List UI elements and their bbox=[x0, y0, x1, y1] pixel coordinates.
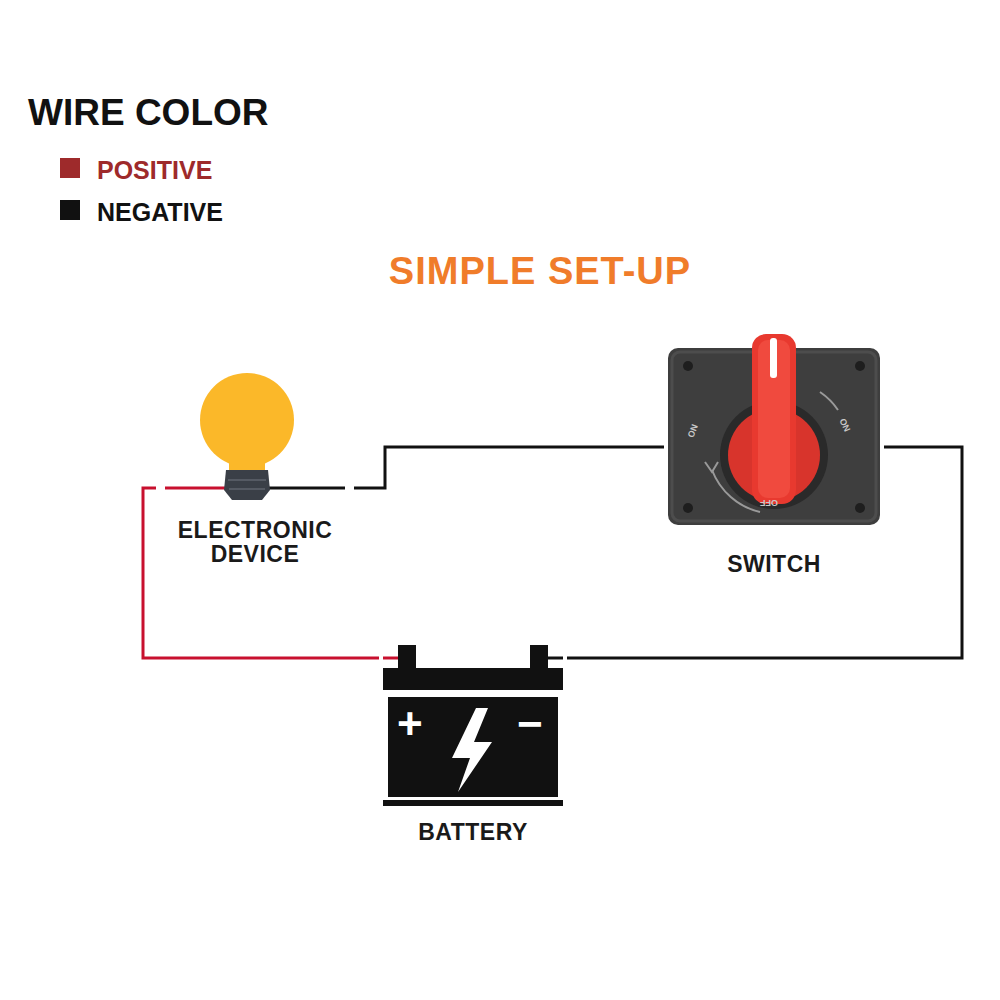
legend-text: NEGATIVE bbox=[97, 198, 223, 227]
switch-marking: ON bbox=[686, 423, 700, 439]
node-label: SWITCH bbox=[664, 552, 884, 576]
switch-symbol bbox=[668, 334, 880, 525]
wire-stub bbox=[165, 487, 230, 490]
legend-swatch bbox=[60, 158, 80, 178]
diagram-title: SIMPLE SET-UP bbox=[0, 250, 1000, 293]
component-node: BATTERY + − bbox=[379, 645, 567, 850]
battery-symbol bbox=[383, 645, 563, 806]
terminal-sign: + bbox=[397, 702, 423, 746]
component-node: SWITCH ON ON OFF bbox=[664, 340, 884, 585]
switch-marking: OFF bbox=[760, 498, 778, 508]
switch-marking: ON bbox=[837, 417, 852, 433]
bulb-symbol bbox=[200, 373, 294, 500]
terminal-sign: − bbox=[517, 702, 543, 746]
legend-text: POSITIVE bbox=[97, 156, 212, 185]
wire bbox=[143, 488, 379, 658]
wire-stub bbox=[546, 657, 563, 660]
wire bbox=[354, 447, 664, 488]
node-label: ELECTRONIC DEVICE bbox=[156, 518, 354, 566]
node-label: BATTERY bbox=[379, 820, 567, 844]
legend-swatch bbox=[60, 200, 80, 220]
component-node: ELECTRONIC DEVICE bbox=[156, 370, 354, 575]
wire bbox=[567, 447, 962, 658]
wire-stub bbox=[383, 657, 400, 660]
legend-heading: WIRE COLOR bbox=[28, 92, 268, 134]
wire-stub bbox=[268, 487, 345, 490]
